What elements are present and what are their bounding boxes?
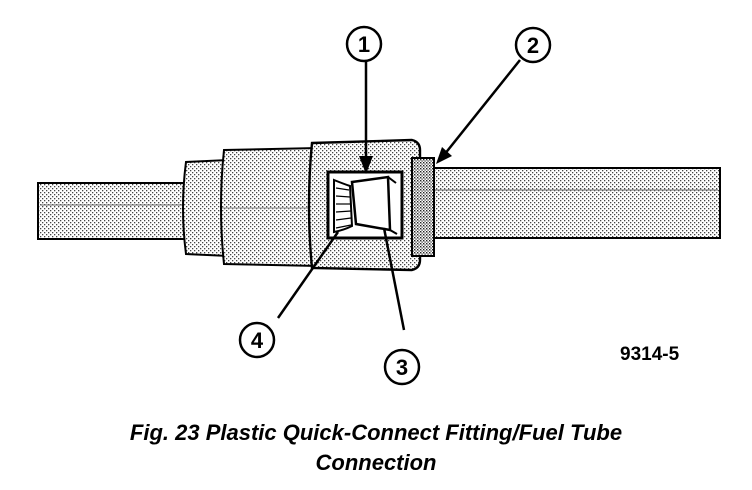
fitting-diagram: 1 2 3 4 xyxy=(37,25,721,386)
right-fuel-tube xyxy=(429,167,721,239)
callout-2-number: 2 xyxy=(527,33,539,58)
retainer-tab xyxy=(350,175,392,232)
callout-1: 1 xyxy=(345,25,383,63)
figure-id: 9314-5 xyxy=(620,344,680,365)
callout-3: 3 xyxy=(383,348,421,386)
fitting-end-collar xyxy=(182,158,229,258)
caption-line-1: Fig. 23 Plastic Quick-Connect Fitting/Fu… xyxy=(129,420,623,445)
figure-caption: Fig. 23 Plastic Quick-Connect Fitting/Fu… xyxy=(0,418,752,478)
caption-line-2: Connection xyxy=(315,450,437,475)
callout-4: 4 xyxy=(238,321,276,359)
arrowhead-2 xyxy=(436,147,452,164)
callout-1-number: 1 xyxy=(358,32,370,57)
fitting-middle-section xyxy=(220,146,319,268)
left-fuel-tube xyxy=(37,182,191,240)
callout-3-number: 3 xyxy=(396,355,408,380)
callout-4-number: 4 xyxy=(251,328,264,353)
retainer-release-ring xyxy=(333,178,354,234)
callout-2: 2 xyxy=(514,26,552,64)
tube-flange xyxy=(411,157,435,257)
arrowhead-1 xyxy=(359,156,373,174)
leader-lines xyxy=(276,59,521,331)
